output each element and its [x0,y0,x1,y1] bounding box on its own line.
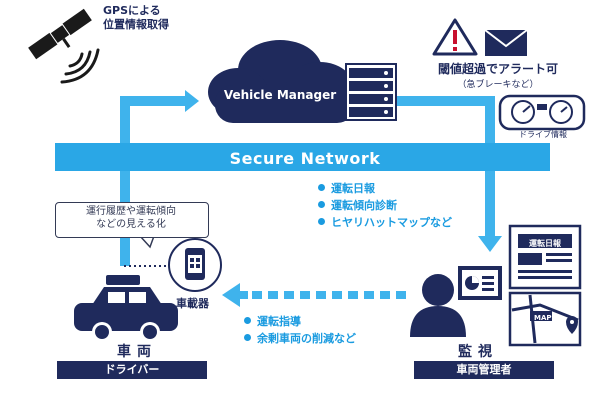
signal-waves-icon [60,48,100,84]
feedback-arrow [222,283,406,307]
person-icon [410,274,466,337]
feedback-list-item: 余剰車両の削減など [244,330,356,347]
manager-role-bar: 車両管理者 [414,361,554,379]
drive-info-label: ドライブ情報 [519,130,567,139]
device-label: 車載器 [176,297,209,310]
vehicle-title: 車両 [117,344,157,360]
monitor-chart-icon [458,266,502,300]
gps-label-line2: 位置情報取得 [103,18,169,31]
car-icon [74,275,178,342]
monitor-title: 監視 [458,344,498,360]
phone-device-icon [168,238,222,292]
gps-label: GPSによる 位置情報取得 [103,4,169,32]
bullet-icon [318,201,325,208]
feedback-item-text: 余剰車両の削減など [257,332,356,345]
map-label: MAP [534,314,552,322]
bullet-icon [318,218,325,225]
callout-text: 運行履歴や運転傾向 などの見える化 [55,205,207,231]
bullet-icon [244,317,251,324]
warning-icon [432,18,478,56]
upload-item-text: 運転日報 [331,182,375,195]
feedback-list-item: 運転指導 [244,313,356,330]
upload-item-text: 運転傾向診断 [331,199,397,212]
driver-role-bar: ドライバー [57,361,207,379]
callout-line1: 運行履歴や運転傾向 [86,206,176,217]
bullet-icon [318,184,325,191]
upload-list-item: 運転日報 [318,180,452,197]
callout-line2: などの見える化 [96,219,166,230]
server-icon [345,63,397,121]
dashboard-meter-icon [498,94,586,131]
callout-box [55,202,209,238]
upload-item-text: ヒヤリハットマップなど [331,216,452,229]
upload-list-item: 運転傾向診断 [318,197,452,214]
mail-icon [484,29,528,56]
report-label: 運転日報 [529,239,561,248]
alert-subtitle: （急ブレーキなど） [457,80,539,90]
report-document-icon [508,224,582,290]
satellite-icon [28,8,92,60]
secure-network-band [55,143,550,171]
bullet-icon [244,334,251,341]
upload-list: 運転日報 運転傾向診断 ヒヤリハットマップなど [318,180,452,231]
alert-title: 閾値超過でアラート可 [437,62,558,76]
secure-network-label: Secure Network [229,149,381,168]
gps-label-line1: GPSによる [103,4,161,17]
feedback-list: 運転指導 余剰車両の削減など [244,313,356,347]
upload-list-item: ヒヤリハットマップなど [318,214,452,231]
feedback-item-text: 運転指導 [257,315,301,328]
cloud-icon [208,40,355,123]
map-icon [508,291,582,347]
vehicle-manager-label: Vehicle Manager [223,88,337,102]
